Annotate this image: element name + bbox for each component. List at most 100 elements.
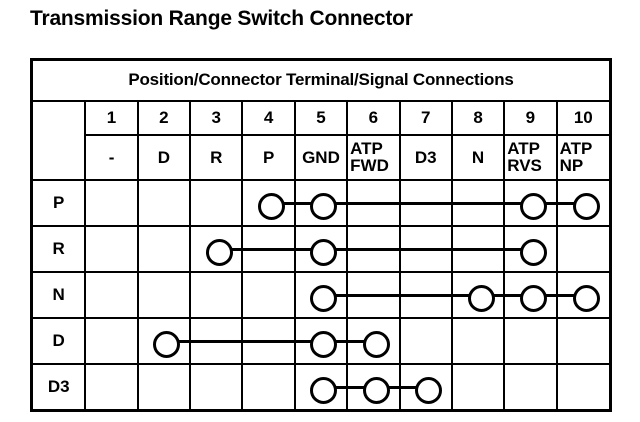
connection-dot-D3-7 bbox=[415, 376, 443, 404]
signal-name-3: R bbox=[189, 134, 244, 182]
signal-name-7: D3 bbox=[398, 134, 453, 182]
cell-N-4 bbox=[241, 271, 296, 320]
cell-D-8 bbox=[450, 317, 506, 366]
cell-R-1 bbox=[84, 225, 139, 274]
wire-segment bbox=[450, 201, 479, 205]
cell-D3-5 bbox=[293, 363, 349, 409]
terminal-number-4: 4 bbox=[241, 99, 296, 137]
terminal-number-2: 2 bbox=[136, 99, 192, 137]
cell-P-3 bbox=[189, 179, 244, 228]
wire-segment bbox=[268, 247, 296, 251]
cell-P-9 bbox=[503, 179, 558, 228]
cell-N-6 bbox=[346, 271, 401, 320]
wire-segment bbox=[241, 339, 269, 343]
cell-R-7 bbox=[398, 225, 453, 274]
cell-D-4 bbox=[241, 317, 296, 366]
terminal-number-10: 10 bbox=[555, 99, 609, 137]
wire-segment bbox=[189, 339, 217, 343]
wire-segment bbox=[450, 247, 479, 251]
terminal-number-5: 5 bbox=[293, 99, 349, 137]
wire-segment bbox=[425, 201, 453, 205]
cell-N-7 bbox=[398, 271, 453, 320]
cell-P-8 bbox=[450, 179, 506, 228]
cell-R-2 bbox=[136, 225, 192, 274]
wire-segment bbox=[503, 293, 531, 297]
cell-R-10 bbox=[555, 225, 609, 274]
cell-D3-8 bbox=[450, 363, 506, 409]
wire-segment bbox=[293, 339, 321, 343]
table-row: D bbox=[33, 317, 609, 366]
connection-dot-D3-6 bbox=[362, 376, 390, 404]
terminal-number-7: 7 bbox=[398, 99, 453, 137]
cell-D-5 bbox=[293, 317, 349, 366]
wire-segment bbox=[346, 339, 374, 343]
wire-segment bbox=[293, 247, 321, 251]
wire-segment bbox=[373, 201, 401, 205]
connection-dot-P-9 bbox=[519, 192, 547, 220]
cell-P-2 bbox=[136, 179, 192, 228]
connection-dot-N-8 bbox=[467, 284, 495, 312]
wire-segment bbox=[425, 247, 453, 251]
terminal-number-3: 3 bbox=[189, 99, 244, 137]
signal-name-4-line1: P bbox=[262, 148, 275, 168]
cell-P-7 bbox=[398, 179, 453, 228]
connection-dot-D-5 bbox=[310, 330, 338, 358]
signal-name-8-line1: N bbox=[471, 148, 485, 168]
cell-P-10 bbox=[555, 179, 609, 228]
signal-name-3-line1: R bbox=[210, 148, 223, 168]
connection-dot-N-9 bbox=[519, 284, 547, 312]
terminal-number-8: 8 bbox=[450, 99, 506, 137]
signal-name-5: GND bbox=[293, 134, 349, 182]
cell-D3-1 bbox=[84, 363, 139, 409]
cell-P-4 bbox=[241, 179, 296, 228]
signal-name-4: P bbox=[241, 134, 296, 182]
cell-N-2 bbox=[136, 271, 192, 320]
cell-N-8 bbox=[450, 271, 506, 320]
wire-segment bbox=[268, 339, 296, 343]
wire-segment bbox=[216, 339, 244, 343]
wire-segment bbox=[373, 247, 401, 251]
terminal-number-9: 9 bbox=[503, 99, 558, 137]
signal-name-7-line1: D3 bbox=[414, 148, 437, 168]
cell-P-6 bbox=[346, 179, 401, 228]
row-label-N: N bbox=[33, 271, 87, 320]
cell-N-1 bbox=[84, 271, 139, 320]
wire-segment bbox=[398, 201, 426, 205]
connection-dot-R-3 bbox=[205, 238, 233, 266]
connection-dot-D3-5 bbox=[310, 376, 338, 404]
banner-row: Position/Connector Terminal/Signal Conne… bbox=[33, 61, 609, 102]
signal-name-9-line1: ATP bbox=[507, 139, 540, 159]
connection-dot-P-5 bbox=[310, 192, 338, 220]
signal-name-1-line1: - bbox=[108, 148, 115, 168]
cell-D-10 bbox=[555, 317, 609, 366]
wire-segment bbox=[398, 385, 426, 389]
cell-R-3 bbox=[189, 225, 244, 274]
terminal-number-1: 1 bbox=[84, 99, 139, 137]
signal-name-10-line1: ATP bbox=[559, 139, 593, 159]
wire-segment bbox=[373, 293, 401, 297]
signal-name-8: N bbox=[450, 134, 506, 182]
cell-D3-9 bbox=[503, 363, 558, 409]
signal-name-1: - bbox=[84, 134, 139, 182]
row-label-R: R bbox=[33, 225, 87, 274]
signal-name-9-line2: RVS bbox=[507, 155, 542, 175]
cell-D-7 bbox=[398, 317, 453, 366]
cell-R-5 bbox=[293, 225, 349, 274]
connector-table: Position/Connector Terminal/Signal Conne… bbox=[30, 58, 612, 412]
cell-D3-3 bbox=[189, 363, 244, 409]
wire-segment bbox=[398, 247, 426, 251]
table-row: P bbox=[33, 179, 609, 228]
wire-segment bbox=[503, 247, 531, 251]
signal-name-5-line1: GND bbox=[302, 148, 340, 168]
connection-dot-N-5 bbox=[310, 284, 338, 312]
signal-name-2: D bbox=[136, 134, 192, 182]
wire-segment bbox=[346, 385, 374, 389]
connection-matrix: Position/Connector Terminal/Signal Conne… bbox=[33, 61, 609, 409]
wire-segment bbox=[503, 201, 531, 205]
row-label-P: P bbox=[33, 179, 87, 228]
cell-D3-7 bbox=[398, 363, 453, 409]
wire-segment bbox=[398, 293, 426, 297]
